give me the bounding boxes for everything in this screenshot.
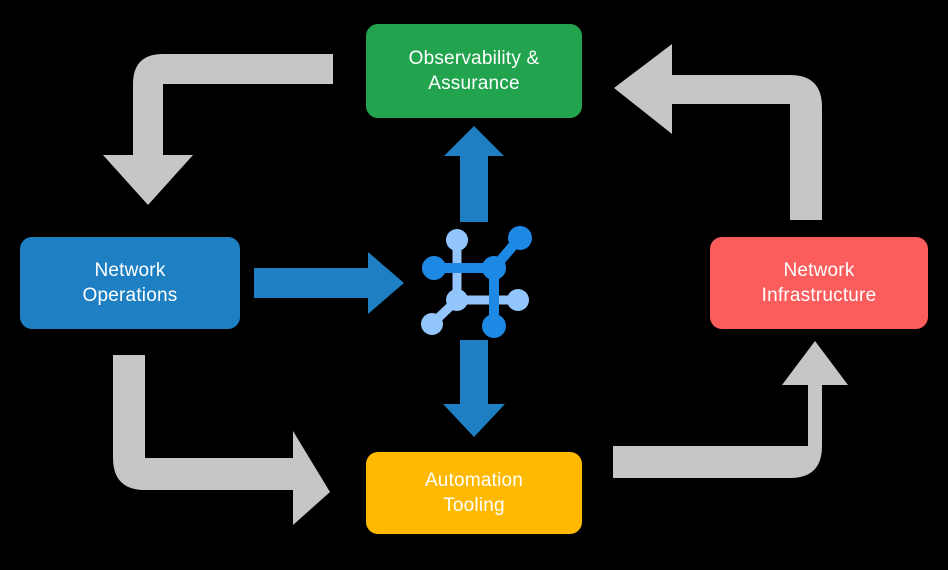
network-graph-icon (421, 226, 532, 338)
node-box-network-operations[interactable]: Network Operations (20, 237, 240, 329)
connector-infrastructure-to-observability (614, 44, 822, 220)
node-box-network-infrastructure[interactable]: Network Infrastructure (710, 237, 928, 329)
connector-observability-to-ops (103, 54, 333, 205)
node-box-automation-tooling[interactable]: Automation Tooling (366, 452, 582, 534)
connector-ops-to-automation (113, 355, 330, 525)
connector-center-to-observability (444, 126, 504, 222)
connector-center-to-automation (443, 340, 505, 437)
connector-automation-to-infrastructure (613, 341, 848, 478)
node-box-observability[interactable]: Observability & Assurance (366, 24, 582, 118)
connector-ops-to-center (254, 252, 404, 314)
